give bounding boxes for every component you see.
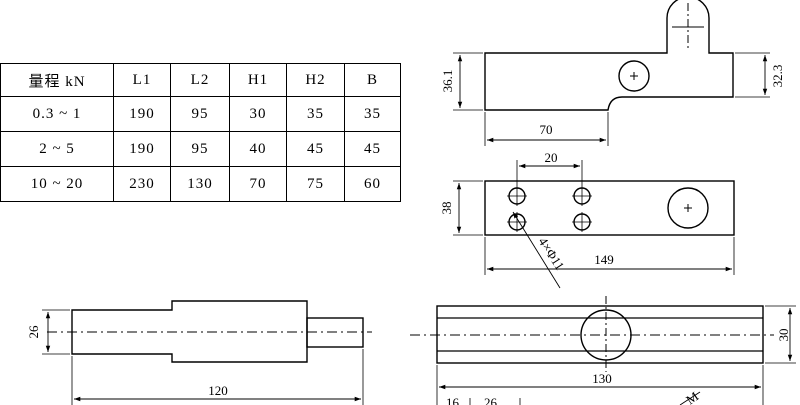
table-cell: 70: [229, 166, 287, 202]
dim-side-height: 36.1: [440, 70, 455, 93]
left-view: [42, 300, 372, 405]
left-view-outline: [71, 300, 308, 363]
table-cell: 45: [344, 131, 401, 167]
dim-side-step: 70: [540, 122, 553, 137]
dim-top-height: 38: [439, 202, 454, 215]
table-row: 0.3 ~ 1 190 95 30 35 35: [0, 96, 401, 132]
side-view: [453, 0, 770, 146]
table-row: 10 ~ 20 230 130 70 75 60: [0, 166, 401, 202]
dim-top-length: 149: [594, 252, 614, 267]
dim-bottom-26: 26: [484, 395, 498, 405]
dim-left-height: 26: [26, 325, 41, 339]
dim-top-holes: 4×Φ11: [535, 234, 567, 272]
table-cell: 230: [113, 166, 171, 202]
header-range: 量程 kN: [0, 63, 114, 97]
header-b: B: [344, 63, 401, 97]
side-view-outline: [484, 0, 734, 111]
dim-side-right-height: 32.3: [770, 65, 785, 88]
table-cell: 190: [113, 96, 171, 132]
top-view: [453, 160, 735, 289]
dim-bottom-m: M: [683, 388, 701, 405]
top-view-outline: [484, 180, 735, 236]
table-cell: 75: [286, 166, 345, 202]
table-header-row: 量程 kN L1 L2 H1 H2 B: [0, 63, 401, 97]
table-cell: 2 ~ 5: [0, 131, 114, 167]
table-cell: 190: [113, 131, 171, 167]
front-view: [410, 296, 796, 405]
dim-top-spacing: 20: [545, 150, 558, 165]
header-l1: L1: [113, 63, 171, 97]
load-hole: [667, 187, 709, 229]
hole-leader-line: [512, 211, 561, 289]
dim-front-height: 30: [776, 329, 791, 342]
table-cell: 60: [344, 166, 401, 202]
dim-bottom-16: 16: [446, 395, 460, 405]
table-cell: 0.3 ~ 1: [0, 96, 114, 132]
header-h1: H1: [229, 63, 287, 97]
table-cell: 40: [229, 131, 287, 167]
table-cell: 10 ~ 20: [0, 166, 114, 202]
dim-front-length: 130: [592, 371, 612, 386]
side-view-hole: [618, 60, 650, 92]
specification-table: 量程 kN L1 L2 H1 H2 B 0.3 ~ 1 190 95 30 35…: [0, 63, 401, 202]
dim-left-length: 120: [208, 383, 228, 398]
